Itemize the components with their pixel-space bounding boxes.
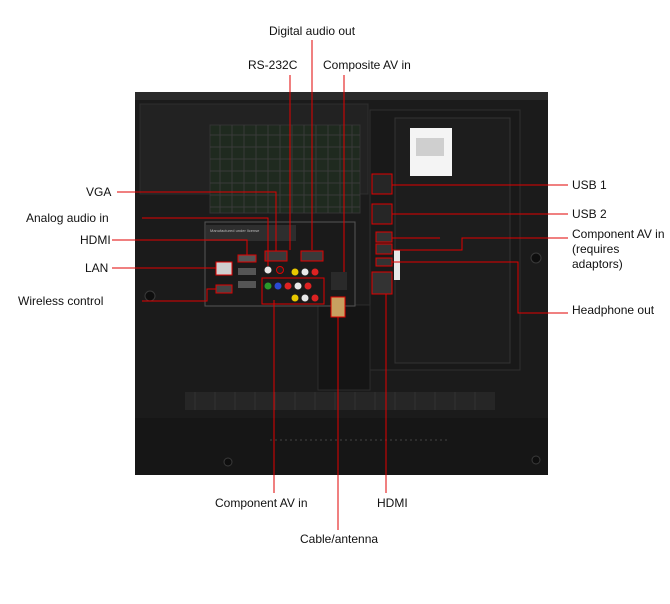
label-wireless-control: Wireless control	[18, 294, 104, 308]
lan-port	[215, 261, 233, 276]
leader-line-vga	[117, 191, 277, 251]
rca-jacks	[264, 268, 319, 302]
svg-text:Manufactured under license: Manufactured under license	[210, 228, 260, 233]
leader-lines	[112, 40, 568, 530]
leader-line-wireless	[142, 288, 216, 302]
leader-line-analog	[142, 217, 269, 266]
rs232c-port	[300, 250, 324, 262]
leader-line-hdmi-left	[112, 239, 248, 255]
tv-back-photo: Manufactured under license	[135, 92, 548, 475]
component-port	[375, 231, 393, 243]
side-ports	[371, 173, 400, 295]
label-hdmi-bottom: HDMI	[377, 496, 408, 510]
label-component-av-in-right: Component AV in (requires adaptors)	[572, 227, 665, 271]
screw-hole	[223, 457, 233, 467]
label-component-av-in-bottom: Component AV in	[215, 496, 308, 510]
label-rs232c: RS-232C	[248, 58, 298, 72]
screw-hole	[530, 252, 542, 264]
digital-audio-port	[276, 266, 284, 274]
stand-mount	[317, 304, 371, 391]
antenna-connector	[330, 296, 346, 318]
leader-line-headphone	[392, 261, 568, 314]
label-usb2: USB 2	[572, 207, 607, 221]
label-vga: VGA	[86, 185, 112, 199]
analog-audio-port	[264, 266, 272, 274]
label-usb1: USB 1	[572, 178, 607, 192]
screw-hole	[531, 455, 541, 465]
usb1-port	[371, 173, 393, 195]
ventilation-grid	[209, 124, 361, 214]
wireless-port	[215, 284, 233, 294]
label-headphone-out: Headphone out	[572, 303, 655, 317]
leader-line-component-right	[392, 237, 568, 251]
usb2-port	[371, 203, 393, 225]
label-lan: LAN	[85, 261, 109, 275]
headphone-port	[375, 257, 393, 267]
component-port	[375, 243, 393, 255]
hdmi-port	[238, 268, 256, 275]
bottom-edge	[135, 418, 548, 475]
label-digital-audio-out: Digital audio out	[269, 24, 356, 38]
label-hdmi-left: HDMI	[80, 233, 111, 247]
hdmi-port	[238, 281, 256, 288]
screw-hole	[144, 290, 156, 302]
lower-vent	[185, 392, 495, 410]
side-hdmi-port	[371, 271, 393, 295]
main-port-panel: Manufactured under license	[204, 221, 356, 307]
label-composite-av-in: Composite AV in	[323, 58, 411, 72]
hdmi-port	[237, 254, 257, 263]
tv-top-edge	[135, 92, 548, 100]
label-cable-antenna: Cable/antenna	[300, 532, 379, 546]
label-analog-audio-in: Analog audio in	[26, 211, 109, 225]
